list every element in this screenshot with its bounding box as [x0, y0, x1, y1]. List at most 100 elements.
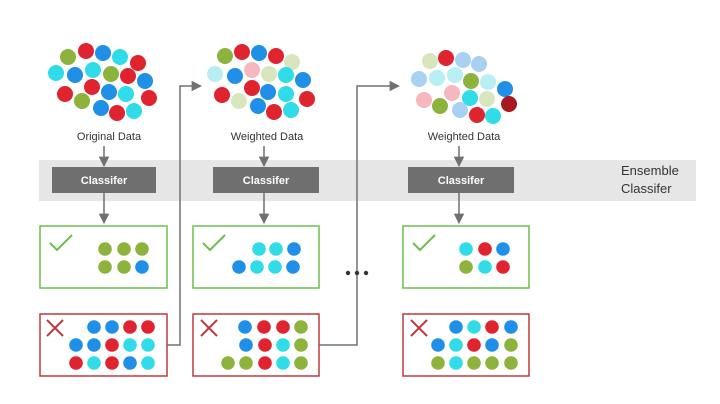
blue-dot — [496, 242, 510, 256]
red-dot — [214, 87, 230, 103]
red-dot — [120, 68, 136, 84]
red-dot — [467, 338, 481, 352]
lt_red-dot — [416, 92, 432, 108]
green-dot — [504, 356, 518, 370]
classifier-box-1 — [52, 167, 156, 193]
lt_cyan-dot — [207, 66, 223, 82]
red-dot — [141, 90, 157, 106]
correct-box-2-frame — [192, 225, 320, 289]
red-dot — [258, 338, 272, 352]
cyan-dot — [485, 108, 501, 124]
lt_red-dot — [244, 62, 260, 78]
classifier-box-2 — [213, 167, 319, 193]
blue-dot — [67, 67, 83, 83]
blue-dot — [260, 84, 276, 100]
red-dot — [257, 320, 271, 334]
green-dot — [221, 356, 235, 370]
cyan-dot — [48, 65, 64, 81]
red-dot — [438, 50, 454, 66]
feedback-arrow-1 — [167, 80, 203, 346]
red-dot — [258, 356, 272, 370]
cyan-dot — [478, 260, 492, 274]
red-dot — [123, 320, 137, 334]
lt_red-dot — [444, 85, 460, 101]
result-box-dots — [69, 242, 518, 370]
ellipsis-dot — [354, 270, 360, 276]
cyan-dot — [276, 356, 290, 370]
red-dot — [141, 320, 155, 334]
wrong-box-1-dots — [69, 320, 155, 370]
blue-dot — [497, 81, 513, 97]
red-dot — [84, 79, 100, 95]
red-dot — [78, 43, 94, 59]
check-icon — [412, 234, 436, 252]
blue-dot — [95, 45, 111, 61]
check-icon — [49, 234, 73, 252]
wrong-box-3-dots — [431, 320, 518, 370]
correct-box-1-dots — [98, 242, 149, 274]
red-dot — [469, 107, 485, 123]
red-dot — [69, 356, 83, 370]
blue-dot — [69, 338, 83, 352]
cyan-dot — [141, 338, 155, 352]
cyan-dot — [449, 356, 463, 370]
green-dot — [239, 356, 253, 370]
blue-dot — [137, 73, 153, 89]
original-data-label: Original Data — [77, 131, 142, 143]
dark_red-dot — [501, 96, 517, 112]
cyan-dot — [449, 338, 463, 352]
blue-dot — [93, 100, 109, 116]
cyan-dot — [112, 49, 128, 65]
cyan-dot — [276, 338, 290, 352]
green-dot — [217, 48, 233, 64]
cyan-dot — [126, 103, 142, 119]
cross-icon — [410, 319, 428, 337]
blue-dot — [123, 356, 137, 370]
lt_cyan-dot — [429, 70, 445, 86]
green-dot — [117, 242, 131, 256]
correct-box-1-frame — [39, 225, 168, 289]
blue-dot — [287, 242, 301, 256]
ensemble-label-line2: Classifer — [621, 181, 672, 196]
cyan-dot — [87, 356, 101, 370]
blue-dot — [238, 320, 252, 334]
lt_blue-dot — [411, 71, 427, 87]
blue-dot — [105, 320, 119, 334]
cyan-dot — [278, 86, 294, 102]
lt_cyan-dot — [480, 74, 496, 90]
red-dot — [299, 91, 315, 107]
green-dot — [294, 356, 308, 370]
lt_blue-dot — [455, 52, 471, 68]
red-dot — [109, 105, 125, 121]
blue-dot — [251, 45, 267, 61]
ellipsis-dot — [345, 270, 351, 276]
lt_blue-dot — [471, 56, 487, 72]
green-dot — [98, 260, 112, 274]
lt_green-dot — [261, 66, 277, 82]
classifier-label-2: Classifer — [243, 175, 290, 187]
lt_green-dot — [284, 54, 300, 70]
blue-dot — [431, 338, 445, 352]
weighted-data-label-2: Weighted Data — [428, 131, 501, 143]
red-dot — [105, 356, 119, 370]
lt_green-dot — [479, 91, 495, 107]
cyan-dot — [283, 102, 299, 118]
blue-dot — [295, 72, 311, 88]
green-dot — [431, 356, 445, 370]
green-dot — [467, 356, 481, 370]
green-dot — [294, 338, 308, 352]
cyan-dot — [268, 260, 282, 274]
check-icon — [202, 234, 226, 252]
cyan-dot — [85, 62, 101, 78]
weighted-data-2-cluster — [411, 50, 517, 124]
green-dot — [117, 260, 131, 274]
red-dot — [234, 44, 250, 60]
red-dot — [496, 260, 510, 274]
green-dot — [463, 73, 479, 89]
red-dot — [268, 48, 284, 64]
correct-box-3-frame — [402, 225, 530, 289]
blue-dot — [87, 338, 101, 352]
red-dot — [105, 338, 119, 352]
green-dot — [103, 66, 119, 82]
